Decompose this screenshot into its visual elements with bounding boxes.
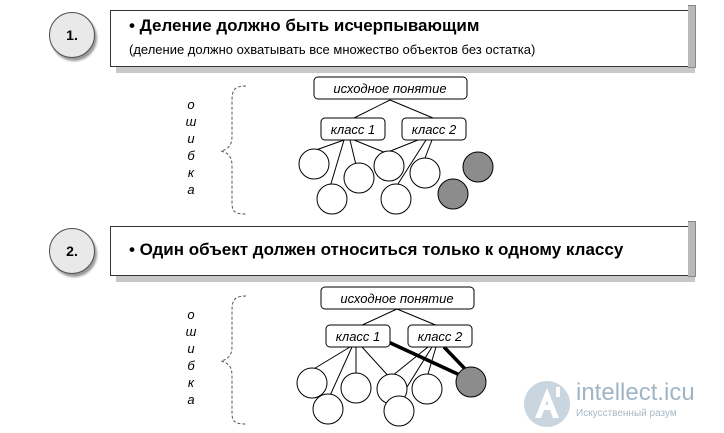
- root-concept-box: [313, 76, 468, 100]
- overlap-connector: [383, 338, 463, 378]
- unclassified-object-circle: [462, 151, 494, 183]
- class-1-label: класс 1: [336, 329, 381, 344]
- step-number-1: 1.: [66, 27, 78, 43]
- error-letter: к: [187, 375, 195, 390]
- object-circle: [380, 183, 412, 215]
- brand-name: intellect.icu: [576, 379, 695, 406]
- object-circle: [298, 148, 330, 180]
- error-letter: к: [187, 165, 195, 180]
- step-number-badge-1: 1.: [49, 12, 95, 58]
- connector: [327, 346, 353, 401]
- unclassified-object-circle: [437, 178, 469, 210]
- connector: [311, 346, 351, 371]
- connector: [387, 139, 419, 153]
- class-2-label: класс 2: [418, 329, 463, 344]
- connector: [359, 308, 398, 327]
- class-2-box: [401, 117, 467, 141]
- error-letter: и: [187, 131, 195, 146]
- object-circle: [373, 150, 405, 182]
- rule-title-2: • Один объект должен относиться только к…: [129, 240, 624, 259]
- shared-object-circle: [455, 366, 487, 398]
- class-1-box: [325, 324, 391, 348]
- class-1-label: класс 1: [331, 122, 376, 137]
- connector: [424, 139, 433, 159]
- error-letter: о: [187, 307, 195, 322]
- rule-banner-2: • Один объект должен относиться только к…: [110, 221, 696, 277]
- root-concept-label: исходное понятие: [340, 291, 453, 306]
- object-circle: [296, 367, 328, 399]
- error-letter: ш: [185, 114, 197, 129]
- error-letter: а: [187, 182, 195, 197]
- error-letter: а: [187, 392, 195, 407]
- object-circle: [383, 395, 415, 427]
- connector: [389, 99, 434, 119]
- class-2-box: [407, 324, 473, 348]
- step-number-badge-2: 2.: [49, 228, 95, 274]
- brand-tagline: Искусственный разум: [576, 408, 677, 419]
- class-2-label: класс 2: [412, 122, 457, 137]
- error-label-1: о ш и б к а: [185, 96, 197, 198]
- object-circle: [411, 373, 443, 405]
- object-circle: [316, 183, 348, 215]
- object-circle: [312, 393, 344, 425]
- brand-logo-icon: [524, 381, 570, 427]
- hierarchy-diagram-1: исходное понятие класс 1 класс 2: [298, 76, 494, 215]
- error-letter: о: [187, 97, 195, 112]
- overlap-connector: [442, 345, 470, 374]
- step-number-2: 2.: [66, 243, 78, 259]
- rule-banner-1: • Деление должно быть исчерпывающим (дел…: [110, 5, 696, 68]
- object-circle: [340, 372, 372, 404]
- error-letter: и: [187, 341, 195, 356]
- class-1-box: [320, 117, 386, 141]
- connector: [353, 99, 391, 119]
- connector: [315, 139, 345, 151]
- brace-1: [219, 85, 247, 215]
- error-letter: б: [187, 358, 195, 373]
- hierarchy-diagram-2: исходное понятие класс 1 класс 2: [296, 286, 487, 427]
- connector: [391, 346, 429, 377]
- watermark: intellect.icu Искусственный разум: [520, 377, 724, 433]
- object-circle: [343, 162, 375, 194]
- error-letter: ш: [185, 324, 197, 339]
- root-concept-box: [320, 286, 475, 310]
- error-label-2: о ш и б к а: [185, 306, 197, 408]
- rule-title-1: • Деление должно быть исчерпывающим: [129, 16, 480, 35]
- brace-2: [219, 295, 247, 425]
- connector: [396, 308, 439, 327]
- root-concept-label: исходное понятие: [333, 81, 446, 96]
- object-circle: [409, 157, 441, 189]
- connector: [395, 139, 427, 188]
- error-letter: б: [187, 148, 195, 163]
- connector: [349, 139, 357, 166]
- connector: [329, 139, 345, 188]
- rule-subtitle-1: (деление должно охватывать все множество…: [129, 42, 536, 57]
